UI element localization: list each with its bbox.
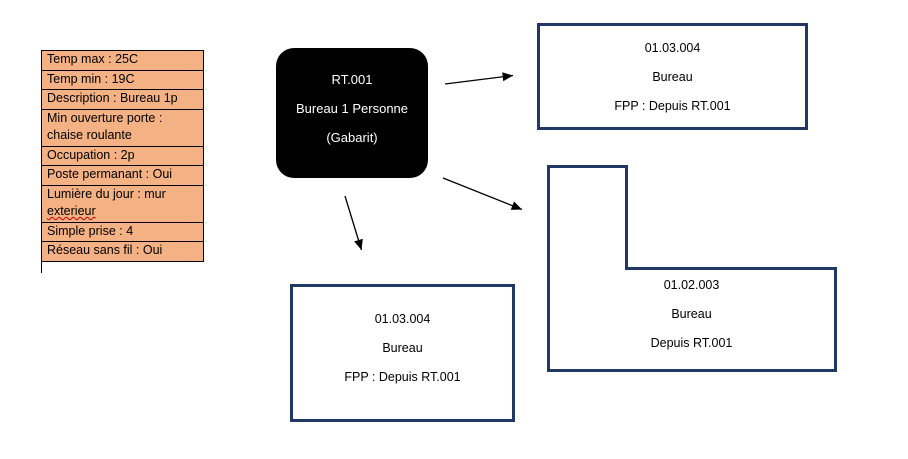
arrow-to-top-right-room	[444, 72, 514, 85]
room-note: FPP : Depuis RT.001	[344, 370, 461, 384]
room-note: Depuis RT.001	[650, 336, 733, 350]
room-name: Bureau	[652, 69, 693, 84]
table-caret-line	[41, 254, 42, 273]
table-row: Lumière du jour : mur exterieur	[42, 186, 203, 223]
room-note: FPP : Depuis RT.001	[614, 98, 731, 113]
room-code: 01.03.004	[644, 40, 701, 55]
room-name: Bureau	[382, 341, 423, 355]
room-code: 01.02.003	[663, 278, 720, 292]
arrow-to-l-shaped-room	[442, 177, 523, 211]
template-node-name: Bureau 1 Personne	[295, 101, 409, 116]
room-node-top-right[interactable]: 01.03.004 Bureau FPP : Depuis RT.001	[537, 23, 808, 130]
table-row: Temp min : 19C	[42, 71, 203, 90]
room-name: Bureau	[671, 307, 712, 321]
table-row: Temp max : 25C	[42, 51, 203, 71]
room-node-l-shape[interactable]	[547, 165, 837, 372]
room-node-bottom[interactable]: 01.03.004 Bureau FPP : Depuis RT.001	[290, 284, 515, 422]
template-node-code: RT.001	[331, 72, 373, 87]
misspelled-word: exterieur	[47, 204, 96, 218]
table-row: Simple prise : 4	[42, 223, 203, 242]
room-l-shape-label: 01.02.003 Bureau Depuis RT.001	[547, 278, 836, 350]
arrow-to-bottom-room	[344, 195, 363, 251]
table-row: Min ouverture porte : chaise roulante	[42, 110, 203, 147]
room-code: 01.03.004	[374, 312, 431, 326]
table-row: Poste permanant : Oui	[42, 166, 203, 186]
table-row: Réseau sans fil : Oui	[47, 243, 163, 257]
table-row: Description : Bureau 1p	[42, 90, 203, 110]
template-node-rt001[interactable]: RT.001 Bureau 1 Personne (Gabarit)	[276, 48, 428, 178]
table-row: Occupation : 2p	[42, 147, 203, 166]
template-node-tag: (Gabarit)	[326, 130, 378, 145]
